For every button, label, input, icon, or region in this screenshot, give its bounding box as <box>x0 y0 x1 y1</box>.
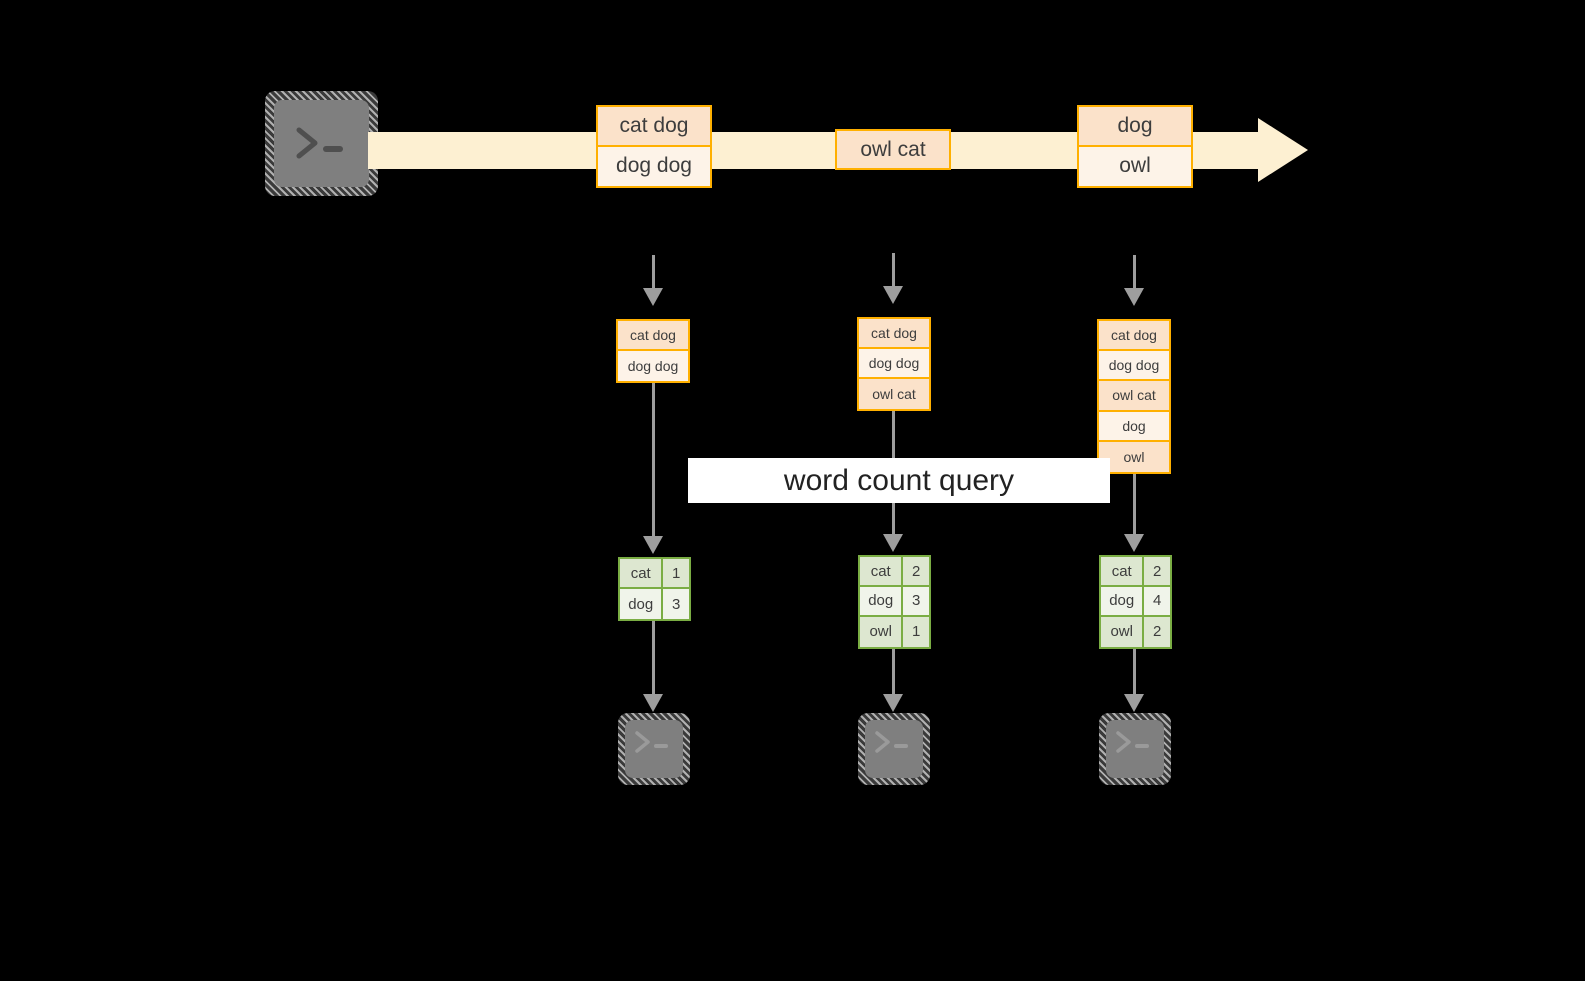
count-cell: 2 <box>903 557 929 585</box>
stream-to-snapshot-2-arrowhead <box>883 286 903 304</box>
stream-to-snapshot-1-dashed-line <box>652 255 655 291</box>
stream-event-2[interactable]: owl cat <box>835 129 951 170</box>
consumer-terminal-icon-1 <box>618 713 690 785</box>
table-row: dog 3 <box>620 589 689 619</box>
consumer-terminal-icon-3 <box>1099 713 1171 785</box>
icon-face <box>625 720 683 778</box>
table-row: cat 1 <box>620 559 689 589</box>
stream-to-snapshot-2-dashed-line <box>892 253 895 289</box>
event-stream-arrowhead <box>1258 118 1308 182</box>
record-line: owl cat <box>837 131 949 168</box>
stream-event-3[interactable]: dog owl <box>1077 105 1193 188</box>
snapshot-1-output-line <box>652 621 655 696</box>
count-cell: 2 <box>1144 557 1170 585</box>
record-line: cat dog <box>859 319 929 349</box>
stream-event-1[interactable]: cat dog dog dog <box>596 105 712 188</box>
record-line: dog <box>1079 107 1191 147</box>
record-line: dog dog <box>618 351 688 381</box>
snapshot-1-input-table[interactable]: cat dog dog dog <box>616 319 690 383</box>
count-cell: 1 <box>663 559 689 587</box>
terminal-prompt-glyph <box>1116 731 1149 753</box>
snapshot-3-output-line <box>1133 649 1136 696</box>
word-cell: dog <box>1101 587 1145 615</box>
record-line: cat dog <box>1099 321 1169 352</box>
stream-to-snapshot-1-arrowhead <box>643 288 663 306</box>
snapshot-1-query-arrowhead <box>643 536 663 554</box>
record-line: owl cat <box>1099 381 1169 412</box>
icon-face <box>1106 720 1164 778</box>
table-row: owl 1 <box>860 616 929 647</box>
word-cell: cat <box>1101 557 1145 585</box>
snapshot-3-query-line <box>1133 474 1136 538</box>
snapshot-3-query-arrowhead <box>1124 534 1144 552</box>
record-line: cat dog <box>598 107 710 147</box>
snapshot-2-output-arrowhead <box>883 694 903 712</box>
table-row: cat 2 <box>860 557 929 587</box>
word-cell: cat <box>620 559 664 587</box>
snapshot-2-input-table[interactable]: cat dog dog dog owl cat <box>857 317 931 411</box>
terminal-prompt-glyph <box>875 731 908 753</box>
table-row: dog 4 <box>1101 587 1170 617</box>
snapshot-2-count-table[interactable]: cat 2 dog 3 owl 1 <box>858 555 931 649</box>
terminal-prompt-glyph <box>635 731 668 753</box>
snapshot-3-output-arrowhead <box>1124 694 1144 712</box>
record-line: dog dog <box>859 349 929 379</box>
count-cell: 2 <box>1144 616 1170 647</box>
record-line: dog dog <box>1099 351 1169 382</box>
record-line: cat dog <box>618 321 688 351</box>
snapshot-1-count-table[interactable]: cat 1 dog 3 <box>618 557 691 621</box>
word-cell: cat <box>860 557 904 585</box>
snapshot-3-input-table[interactable]: cat dog dog dog owl cat dog owl <box>1097 319 1171 474</box>
table-row: owl 2 <box>1101 616 1170 647</box>
stream-to-snapshot-3-arrowhead <box>1124 288 1144 306</box>
word-cell: dog <box>860 587 904 615</box>
snapshot-1-output-arrowhead <box>643 694 663 712</box>
stream-to-snapshot-3-dashed-line <box>1133 255 1136 291</box>
snapshot-1-query-line <box>652 383 655 538</box>
table-row: cat 2 <box>1101 557 1170 587</box>
count-cell: 4 <box>1144 587 1170 615</box>
count-cell: 3 <box>663 589 689 619</box>
consumer-terminal-icon-2 <box>858 713 930 785</box>
record-line: dog dog <box>598 146 710 186</box>
snapshot-3-count-table[interactable]: cat 2 dog 4 owl 2 <box>1099 555 1172 649</box>
icon-face <box>865 720 923 778</box>
query-label: word count query <box>688 458 1110 503</box>
table-row: dog 3 <box>860 587 929 617</box>
word-cell: owl <box>860 616 904 647</box>
word-cell: dog <box>620 589 664 619</box>
query-label-text: word count query <box>783 463 1015 497</box>
snapshot-2-query-arrowhead <box>883 534 903 552</box>
record-line: owl <box>1099 441 1169 472</box>
icon-face <box>274 100 369 187</box>
snapshot-2-output-line <box>892 649 895 696</box>
producer-terminal-icon <box>265 91 378 196</box>
count-cell: 1 <box>903 616 929 647</box>
terminal-prompt-glyph <box>296 127 343 159</box>
record-line: owl <box>1079 146 1191 186</box>
count-cell: 3 <box>903 587 929 615</box>
record-line: dog <box>1099 411 1169 442</box>
word-cell: owl <box>1101 616 1145 647</box>
record-line: owl cat <box>859 378 929 409</box>
